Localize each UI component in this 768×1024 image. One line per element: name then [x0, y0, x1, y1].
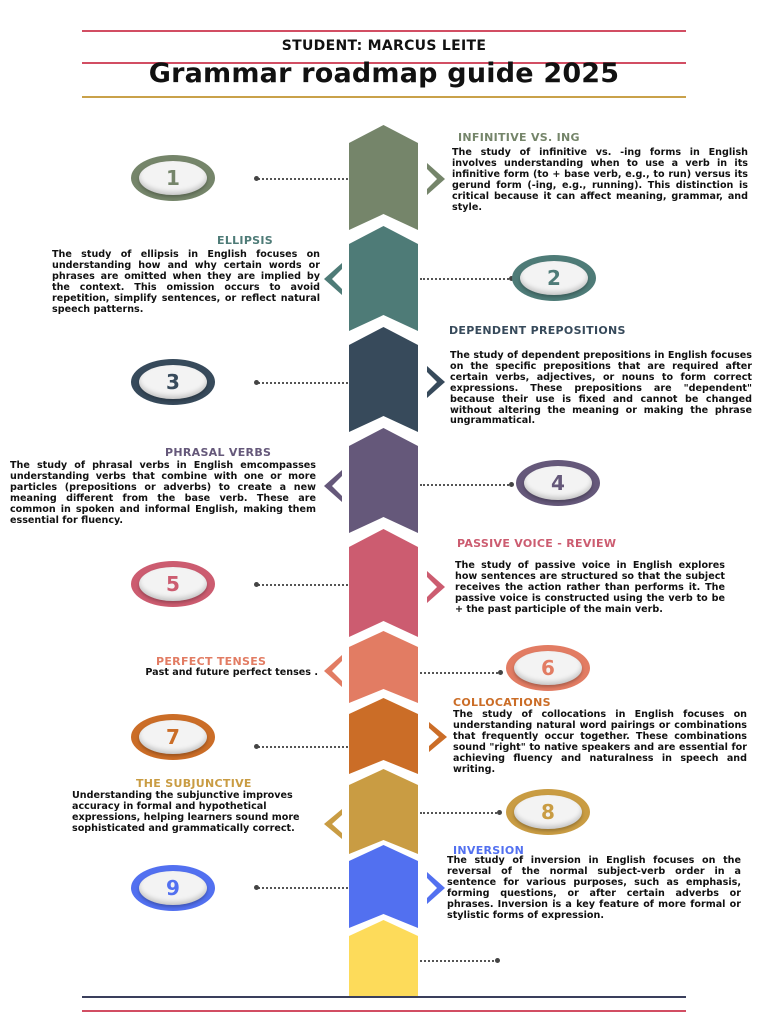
pointer-7: [429, 722, 447, 752]
section-body-9: The study of inversion in English focuse…: [447, 855, 741, 921]
step-number-4: 4: [524, 466, 592, 500]
connector-dot-3: [254, 380, 259, 385]
footer-line-navy: [82, 996, 686, 998]
section-title-3: DEPENDENT PREPOSITIONS: [449, 324, 626, 337]
section-body-7: The study of collocations in English foc…: [453, 709, 747, 775]
pointer-3: [427, 366, 445, 398]
pointer-6: [324, 655, 342, 687]
connector-dot-4: [509, 482, 514, 487]
step-number-9: 9: [139, 871, 207, 905]
step-badge-4: 4: [516, 460, 600, 506]
step-number-2: 2: [520, 261, 588, 295]
section-title-7: COLLOCATIONS: [453, 696, 551, 709]
section-body-6: Past and future perfect tenses .: [145, 667, 318, 678]
connector-dot-5: [254, 582, 259, 587]
connector-dot-8: [497, 810, 502, 815]
spine-segment-4: [349, 428, 418, 533]
header-mid-line: [82, 62, 686, 64]
step-number-3: 3: [139, 365, 207, 399]
spine-shape-5: [349, 529, 418, 637]
connector-6: [420, 672, 502, 674]
page-title: Grammar roadmap guide 2025: [148, 58, 620, 89]
spine-segment-2: [349, 226, 418, 331]
step-number-5: 5: [139, 567, 207, 601]
spine-shape-2: [349, 226, 418, 331]
section-body-5: The study of passive voice in English ex…: [455, 560, 725, 615]
spine-shape-10: [349, 920, 418, 996]
connector-10: [420, 960, 498, 962]
spine-segment-3: [349, 327, 418, 432]
spine-shape-7: [349, 698, 418, 774]
connector-dot-7: [254, 744, 259, 749]
connector-dot-6: [498, 670, 503, 675]
spine-shape-9: [349, 845, 418, 928]
header-top-line: [82, 30, 686, 32]
connector-2: [420, 278, 512, 280]
pointer-9: [427, 872, 445, 904]
spine-shape-1: [349, 125, 418, 230]
pointer-5: [427, 571, 445, 603]
step-badge-1: 1: [131, 155, 215, 201]
spine-shape-6: [349, 631, 418, 703]
connector-5: [258, 584, 348, 586]
step-badge-6: 6: [506, 645, 590, 691]
pointer-2: [324, 263, 342, 295]
connector-dot-2: [509, 276, 514, 281]
spine-segment-1: [349, 125, 418, 230]
step-number-7: 7: [139, 720, 207, 754]
section-title-6: PERFECT TENSES: [156, 655, 267, 668]
footer-line-red: [82, 1010, 686, 1012]
spine-segment-10: [349, 920, 418, 996]
section-body-3: The study of dependent prepositions in E…: [450, 350, 752, 427]
section-title-5: PASSIVE VOICE - REVIEW: [457, 537, 617, 550]
connector-dot-10: [495, 958, 500, 963]
connector-dot-9: [254, 885, 259, 890]
connector-9: [258, 887, 348, 889]
pointer-8: [324, 809, 342, 839]
student-name: STUDENT: MARCUS LEITE: [281, 38, 487, 54]
spine-shape-3: [349, 327, 418, 432]
connector-7: [258, 746, 348, 748]
section-body-1: The study of infinitive vs. -ing forms i…: [452, 147, 748, 213]
step-badge-5: 5: [131, 561, 215, 607]
section-body-2: The study of ellipsis in English focuses…: [52, 249, 320, 315]
step-number-1: 1: [139, 161, 207, 195]
step-badge-7: 7: [131, 714, 215, 760]
step-number-6: 6: [514, 651, 582, 685]
step-badge-2: 2: [512, 255, 596, 301]
spine-segment-9: [349, 845, 418, 928]
connector-4: [420, 484, 512, 486]
pointer-1: [427, 163, 445, 195]
step-badge-9: 9: [131, 865, 215, 911]
connector-3: [258, 382, 348, 384]
step-badge-3: 3: [131, 359, 215, 405]
step-badge-8: 8: [506, 789, 590, 835]
spine-segment-8: [349, 769, 418, 854]
spine-segment-5: [349, 529, 418, 637]
header-bottom-line: [82, 96, 686, 98]
section-title-1: INFINITIVE VS. ING: [458, 131, 580, 144]
spine-shape-4: [349, 428, 418, 533]
step-number-8: 8: [514, 795, 582, 829]
section-title-2: ELLIPSIS: [217, 234, 274, 247]
connector-dot-1: [254, 176, 259, 181]
section-title-4: PHRASAL VERBS: [165, 446, 272, 459]
connector-8: [420, 812, 500, 814]
spine-segment-6: [349, 631, 418, 703]
section-body-8: Understanding the subjunctive improves a…: [72, 790, 300, 834]
pointer-4: [324, 470, 342, 502]
spine-shape-8: [349, 769, 418, 854]
section-body-4: The study of phrasal verbs in English em…: [10, 460, 316, 526]
connector-1: [258, 178, 348, 180]
section-title-8: THE SUBJUNCTIVE: [136, 777, 252, 790]
section-title-9: INVERSION: [453, 844, 525, 857]
spine-segment-7: [349, 698, 418, 774]
